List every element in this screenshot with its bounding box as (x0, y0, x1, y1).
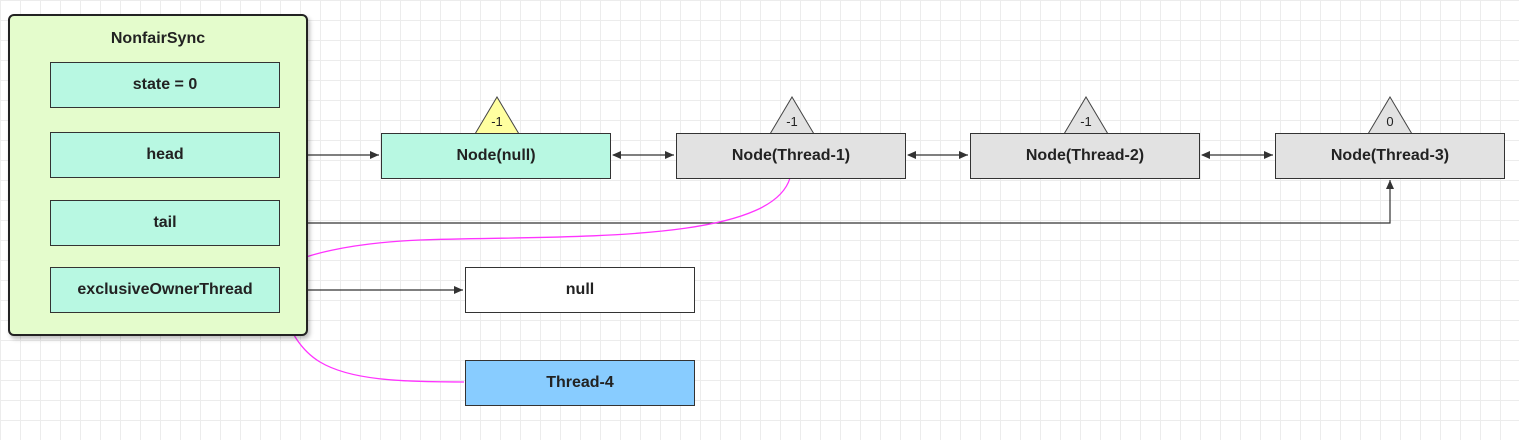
field-state: state = 0 (50, 62, 280, 108)
node-null: Node(null) (381, 133, 611, 179)
field-head: head (50, 132, 280, 178)
node-thread-2: Node(Thread-2) (970, 133, 1200, 179)
arrow-tail-to-node-thread3 (281, 180, 1394, 227)
field-tail: tail (50, 200, 280, 246)
wait-status-node-null: -1 (491, 114, 503, 129)
arrow-thread4-to-owner (283, 312, 465, 383)
nonfair-sync-title: NonfairSync (110, 30, 206, 47)
field-exclusive-owner-thread: exclusiveOwnerThread (50, 267, 280, 313)
arrow-thread1-to-owner (283, 177, 791, 268)
wait-status-node-thread-2: -1 (1080, 114, 1092, 129)
wait-status-node-thread-1: -1 (786, 114, 798, 129)
thread-4-box: Thread-4 (465, 360, 695, 406)
node-thread-1: Node(Thread-1) (676, 133, 906, 179)
owner-null-box: null (465, 267, 695, 313)
wait-status-node-thread-3: 0 (1386, 114, 1394, 129)
node-thread-3: Node(Thread-3) (1275, 133, 1505, 179)
